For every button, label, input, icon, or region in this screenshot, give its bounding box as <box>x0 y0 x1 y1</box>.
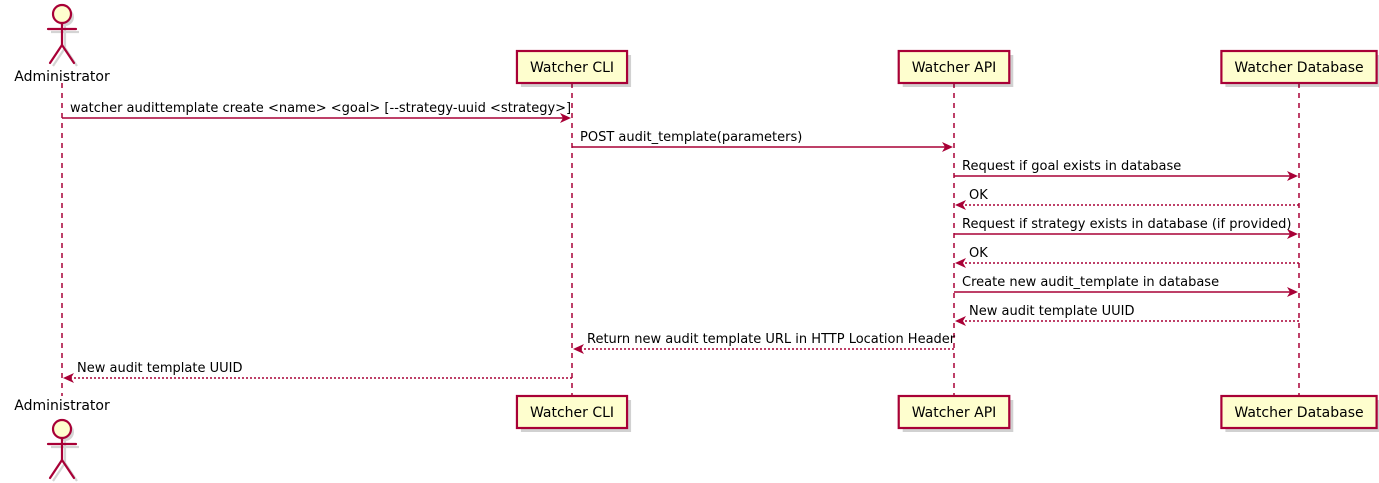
message-label-2: Request if goal exists in database <box>962 159 1181 174</box>
message-label-5: OK <box>969 246 988 261</box>
actor-label-bottom-administrator: Administrator <box>14 398 110 414</box>
participant-box-watcher-cli[interactable] <box>515 49 629 85</box>
actor-leg-left <box>48 458 64 480</box>
message-2: Request if goal exists in database <box>954 159 1298 181</box>
participant-box-watcher-database[interactable] <box>1220 394 1378 430</box>
message-label-8: Return new audit template URL in HTTP Lo… <box>587 332 956 347</box>
actor-body-shadow <box>51 441 79 482</box>
message-label-0: watcher audittemplate create <name> <goa… <box>70 101 571 116</box>
participant-label-watcher-database: Watcher Database <box>1234 405 1363 421</box>
message-arrowhead-7 <box>955 316 966 326</box>
message-4: Request if strategy exists in database (… <box>954 217 1298 239</box>
participant-label-watcher-database: Watcher Database <box>1234 60 1363 76</box>
message-arrowhead-0 <box>560 113 571 123</box>
message-arrowhead-1 <box>942 142 953 152</box>
message-arrowhead-5 <box>955 258 966 268</box>
participant-box-watcher-api[interactable] <box>897 49 1011 85</box>
message-label-1: POST audit_template(parameters) <box>580 130 802 145</box>
actor-figure-bottom-administrator <box>46 418 79 482</box>
participant-label-watcher-cli: Watcher CLI <box>530 60 614 76</box>
actor-leg-right <box>60 43 76 65</box>
message-3: OK <box>955 188 1299 210</box>
participant-box-watcher-database[interactable] <box>1220 49 1378 85</box>
actor-head <box>51 3 73 25</box>
message-label-9: New audit template UUID <box>77 361 242 376</box>
participant-box-watcher-api[interactable] <box>897 394 1011 430</box>
message-1: POST audit_template(parameters) <box>572 130 953 152</box>
message-6: Create new audit_template in database <box>954 275 1298 297</box>
participant-label-watcher-api: Watcher API <box>912 60 997 76</box>
message-9: New audit template UUID <box>63 361 572 383</box>
participant-label-watcher-api: Watcher API <box>912 405 997 421</box>
message-label-6: Create new audit_template in database <box>962 275 1219 290</box>
message-5: OK <box>955 246 1299 268</box>
message-arrowhead-8 <box>573 344 584 354</box>
participant-box-watcher-cli[interactable] <box>515 394 629 430</box>
message-arrowhead-2 <box>1287 171 1298 181</box>
message-8: Return new audit template URL in HTTP Lo… <box>573 332 956 354</box>
actor-figure-administrator <box>46 3 79 67</box>
message-arrowhead-9 <box>63 373 74 383</box>
message-arrowhead-3 <box>955 200 966 210</box>
message-label-7: New audit template UUID <box>969 304 1134 319</box>
message-arrowhead-6 <box>1287 287 1298 297</box>
actor-head <box>51 418 73 440</box>
actor-leg-left <box>48 43 64 65</box>
actor-leg-right <box>60 458 76 480</box>
actor-label-administrator: Administrator <box>14 69 110 85</box>
message-arrowhead-4 <box>1287 229 1298 239</box>
actor-body-shadow <box>51 26 79 67</box>
message-label-4: Request if strategy exists in database (… <box>962 217 1291 232</box>
participant-label-watcher-cli: Watcher CLI <box>530 405 614 421</box>
message-7: New audit template UUID <box>955 304 1299 326</box>
message-0: watcher audittemplate create <name> <goa… <box>62 101 571 123</box>
message-label-3: OK <box>969 188 988 203</box>
